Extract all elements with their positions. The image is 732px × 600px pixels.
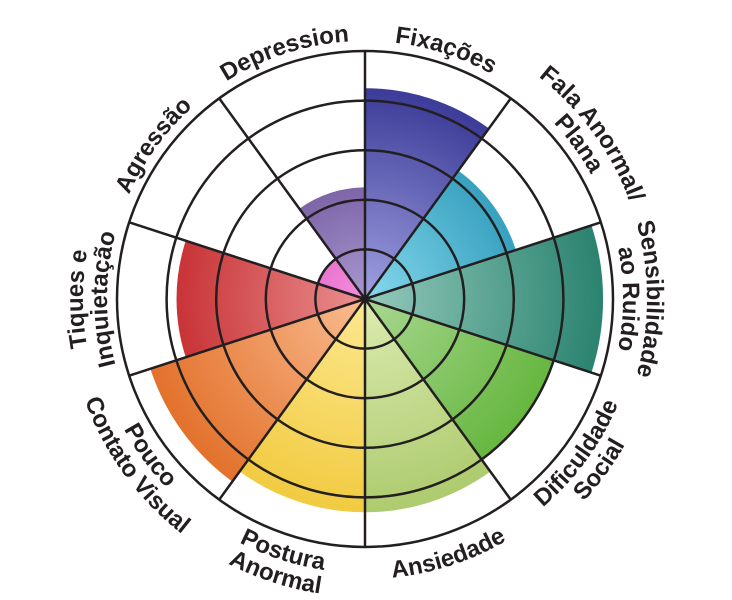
sector-divider — [363, 97, 512, 300]
sector-bar — [365, 225, 604, 373]
sector-bar — [365, 299, 491, 513]
sector-bar — [365, 299, 554, 460]
category-label: Agressão — [110, 92, 197, 198]
sector-divider — [364, 221, 602, 301]
category-label: Fala Anormal/ — [535, 60, 650, 205]
category-label: ao Ruido — [612, 244, 644, 353]
sector-bar — [176, 240, 365, 358]
sector-divider — [128, 297, 366, 377]
sector-divider — [363, 298, 512, 501]
sector-divider — [364, 297, 602, 377]
grid — [115, 49, 615, 549]
category-label: Fixações — [394, 22, 502, 80]
sector-bar — [150, 299, 365, 482]
sector-divider — [218, 298, 367, 501]
sector-divider — [128, 221, 366, 301]
sector-bar — [365, 88, 489, 299]
sector-bar — [299, 187, 365, 299]
sector-bar — [317, 258, 365, 299]
category-label: Tiques e — [62, 248, 93, 351]
sector-divider — [218, 97, 367, 300]
sector-bar — [239, 299, 365, 513]
